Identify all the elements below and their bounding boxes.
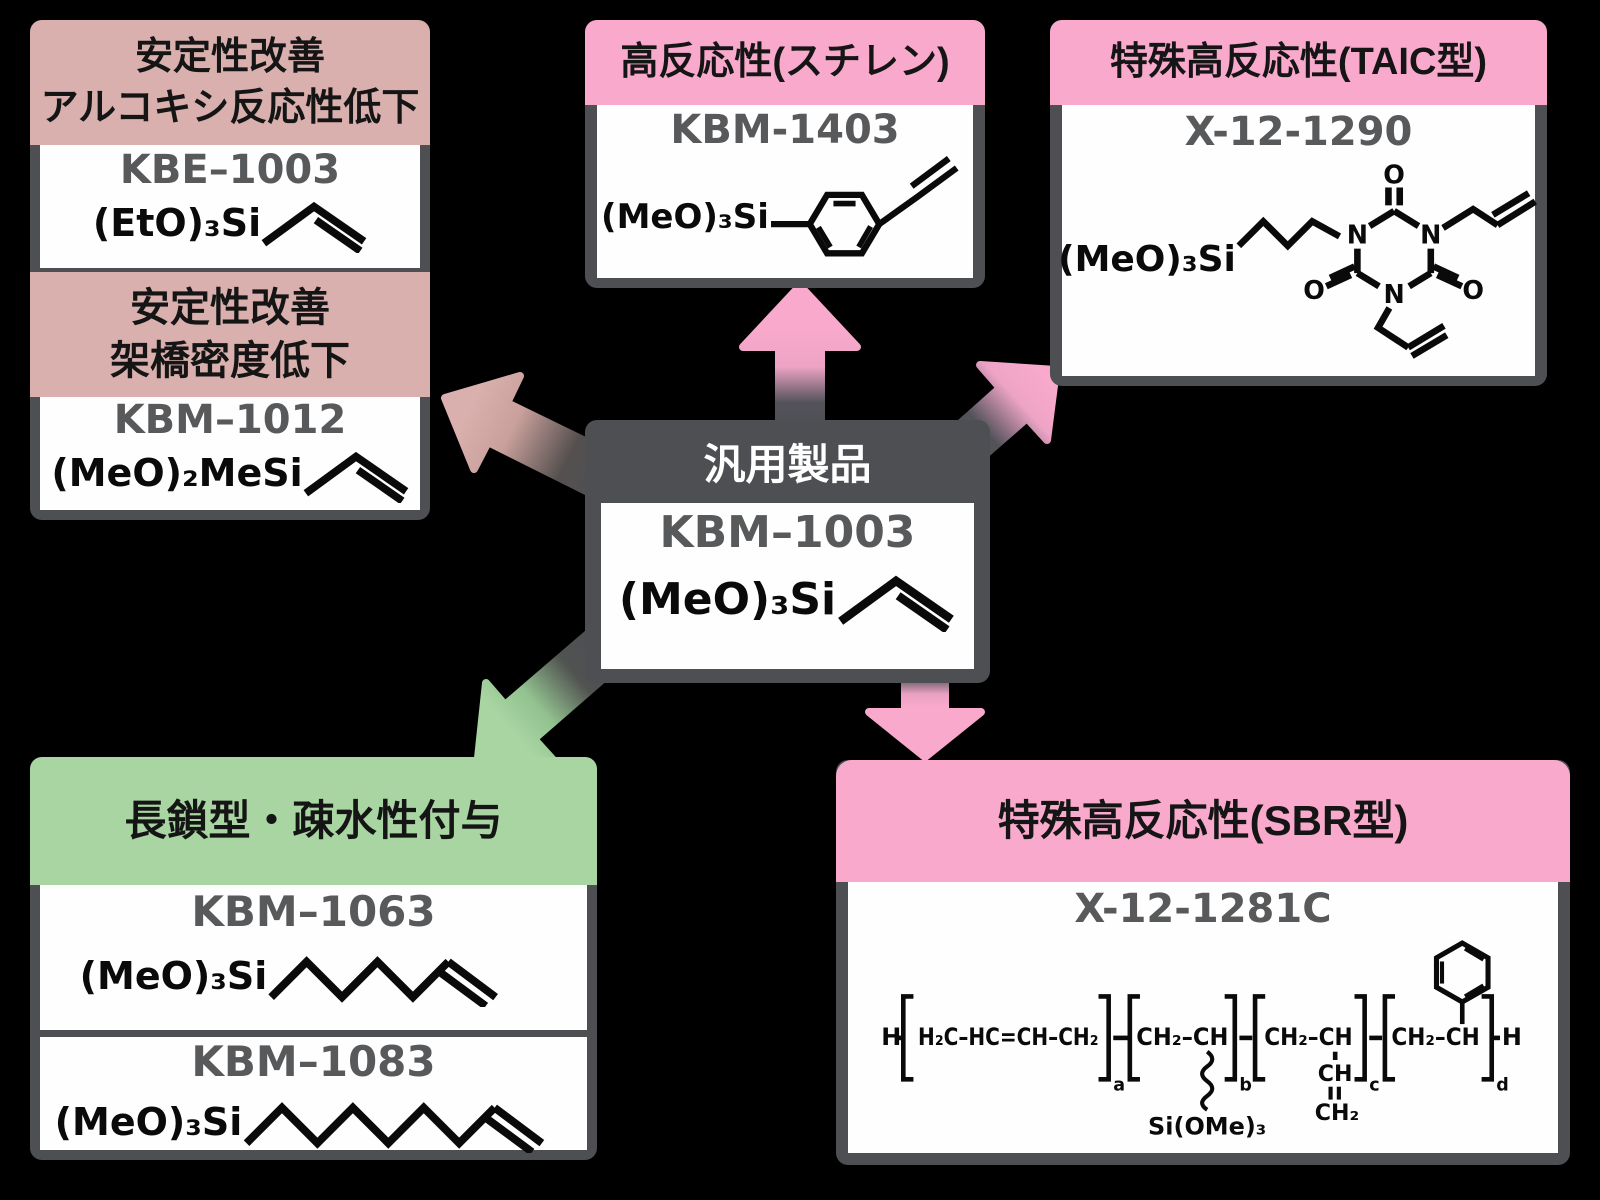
silyl-unit: CH₂–CH — [1136, 1023, 1228, 1051]
product-name: KBM–1003 — [659, 507, 916, 558]
octenyl-chain-structure — [244, 1102, 545, 1153]
product-name: KBM–1083 — [191, 1037, 436, 1086]
arrow-lower-left-icon — [474, 627, 623, 765]
taic-header-label: 特殊高反応性(TAIC型) — [1109, 41, 1488, 84]
x121290-panel: X-12-1290 (MeO)₃Si — [1058, 105, 1537, 376]
product-name: X-12-1290 — [1184, 109, 1413, 155]
stability-header-1-line2: アルコキシ反応性低下 — [40, 86, 420, 129]
general-product-box: 汎用製品 KBM–1003 (MeO)₃Si — [585, 420, 990, 683]
silane-formula-text: (MeO)₃Si — [54, 1099, 243, 1144]
sbr-header: 特殊高反応性(SBR型) — [836, 760, 1570, 882]
kbe1003-panel: KBE–1003 (EtO)₃Si — [40, 145, 420, 268]
kbm1003-structure: (MeO)₃Si — [619, 566, 956, 632]
longchain-box: 長鎖型・疎水性付与 KBM–1063 (MeO)₃Si KBM–1083 (Me… — [30, 757, 597, 1160]
vinyl-unit: CH₂–CH — [1264, 1023, 1352, 1051]
nitrogen-atom: N — [1420, 220, 1441, 250]
subscript-a: a — [1113, 1075, 1125, 1095]
stability-header-1-line1: 安定性改善 — [134, 36, 325, 79]
silane-formula-text: (EtO)₃Si — [92, 201, 262, 245]
taic-box: 特殊高反応性(TAIC型) X-12-1290 (MeO)₃Si — [1050, 20, 1547, 386]
product-name: KBM-1403 — [670, 107, 900, 153]
styrene-header-label: 高反応性(スチレン) — [620, 41, 950, 84]
kbm1012-structure: (MeO)₂MeSi — [51, 443, 408, 503]
oxygen-atom: O — [1303, 275, 1325, 305]
kbm1063-panel: KBM–1063 (MeO)₃Si — [40, 885, 587, 1030]
stability-header-2: 安定性改善 架橋密度低下 — [30, 272, 430, 397]
oxygen-atom: O — [1462, 275, 1484, 305]
kbm1063-structure: (MeO)₃Si — [80, 944, 548, 1007]
kbm1003-panel: KBM–1003 (MeO)₃Si — [601, 503, 974, 669]
subscript-b: b — [1239, 1075, 1252, 1095]
kbm1083-panel: KBM–1083 (MeO)₃Si — [40, 1037, 587, 1153]
kbm1012-panel: KBM–1012 (MeO)₂MeSi — [40, 397, 420, 510]
arrow-up-icon — [739, 282, 861, 438]
sbr-header-label: 特殊高反応性(SBR型) — [997, 797, 1409, 845]
styryl-group-structure — [770, 155, 959, 257]
product-name: KBM–1012 — [113, 397, 347, 443]
product-name: KBM–1063 — [191, 887, 436, 936]
styrene-header: 高反応性(スチレン) — [585, 20, 985, 105]
subscript-d: d — [1496, 1075, 1509, 1095]
silane-formula-text: (MeO)₃Si — [1058, 238, 1236, 280]
silane-formula-text: (MeO)₂MeSi — [51, 451, 303, 495]
product-name: KBE–1003 — [119, 147, 341, 193]
chain-end-h: H — [881, 1023, 901, 1051]
product-name: X-12-1281C — [1074, 886, 1332, 932]
kbm1403-panel: KBM-1403 (MeO)₃Si — [597, 105, 973, 278]
stability-header-1: 安定性改善 アルコキシ反応性低下 — [30, 20, 430, 145]
vinyl-group-structure — [838, 575, 954, 632]
kbm1083-structure: (MeO)₃Si — [55, 1090, 573, 1153]
trimethoxysilyl-label: Si(OMe)₃ — [1148, 1113, 1266, 1141]
silane-formula-text: (MeO)₃Si — [79, 953, 268, 998]
silane-formula-text: (MeO)₃Si — [618, 573, 837, 625]
stability-box: 安定性改善 アルコキシ反応性低下 KBE–1003 (EtO)₃Si 安定性改善… — [30, 20, 430, 520]
stability-header-2-line1: 安定性改善 — [130, 285, 330, 330]
nitrogen-atom: N — [1347, 220, 1368, 250]
kbm1403-structure: (MeO)₃Si — [601, 153, 969, 281]
bonds — [896, 940, 1500, 1112]
sbr-box: 特殊高反応性(SBR型) X-12-1281C — [836, 760, 1570, 1165]
styrene-box: 高反応性(スチレン) KBM-1403 (MeO)₃Si — [585, 20, 985, 288]
pendant-ch2: CH₂ — [1314, 1100, 1358, 1126]
hexenyl-chain-structure — [268, 956, 499, 1007]
bonds — [1236, 187, 1537, 359]
x121281c-panel: X-12-1281C — [848, 882, 1558, 1153]
taic-header: 特殊高反応性(TAIC型) — [1050, 20, 1547, 105]
oxygen-atom: O — [1383, 159, 1405, 189]
sbr-polymer-structure: H H₂C–HC=CH–CH₂ a CH₂–CH b CH₂–CH c CH₂–… — [881, 940, 1521, 1141]
subscript-c: c — [1369, 1075, 1379, 1095]
vinyl-group-structure — [303, 451, 408, 503]
butadiene-unit: H₂C–HC=CH–CH₂ — [918, 1023, 1098, 1051]
silane-formula-text: (MeO)₃Si — [601, 197, 769, 237]
nitrogen-atom: N — [1383, 279, 1404, 309]
arrow-down-icon — [865, 672, 985, 761]
isocyanurate-ring-structure: O O O N N N — [1236, 159, 1537, 359]
longchain-header: 長鎖型・疎水性付与 — [30, 757, 597, 885]
pendant-ch: CH — [1317, 1061, 1352, 1087]
styrene-unit: CH₂–CH — [1391, 1023, 1479, 1051]
kbe1003-structure: (EtO)₃Si — [93, 193, 367, 253]
chain-end-h: H — [1501, 1023, 1521, 1051]
general-product-header: 汎用製品 — [585, 420, 990, 503]
x121290-structure: (MeO)₃Si — [1058, 159, 1539, 359]
vinyl-group-structure — [261, 201, 367, 253]
longchain-header-label: 長鎖型・疎水性付与 — [124, 797, 503, 845]
general-product-header-label: 汎用製品 — [703, 441, 872, 488]
stability-header-2-line2: 架橋密度低下 — [110, 338, 350, 383]
arrow-upper-left-icon — [441, 372, 624, 502]
